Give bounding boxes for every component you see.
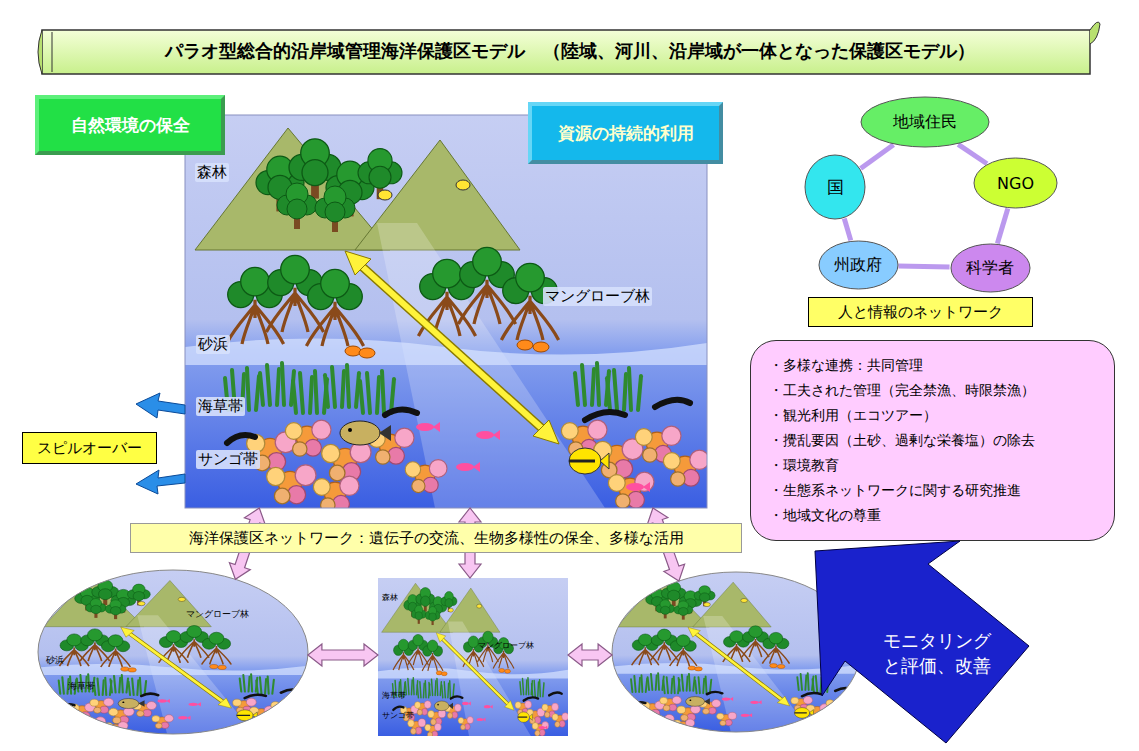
node-text: マングローブ林 (478, 640, 534, 651)
drawing-part (38, 570, 309, 737)
title-scroll (38, 22, 1100, 74)
node-text: 州政府 (834, 255, 882, 276)
mpa-network-box: 海洋保護区ネットワーク：遺伝子の交流、生物多様性の保全、多様な活用 (130, 523, 742, 553)
monitoring-arrow: モニタリング と評価、改善 (800, 536, 1035, 748)
connector (997, 209, 1007, 244)
network-line (997, 209, 1007, 244)
connector (568, 644, 612, 666)
node-text: NGO (997, 174, 1034, 193)
drawing-part (136, 470, 185, 494)
drawing-part (185, 115, 707, 508)
node-text: 砂浜 (46, 654, 64, 667)
node-text: 森林 (382, 592, 398, 603)
node-text: 地域住民 (893, 112, 957, 133)
connector (958, 144, 987, 163)
title: パラオ型総合的沿岸域管理海洋保護区モデル （陸域、河川、沿岸域が一体となった保護… (60, 34, 1080, 68)
drawing-part (1090, 22, 1100, 44)
connector (898, 266, 949, 267)
node-text: ・攪乱要因（土砂、過剰な栄養塩）の除去 (769, 428, 1035, 453)
scene-ellipse: マングローブ林砂浜海草帯 (38, 570, 308, 735)
main-scene-panel: 森林マングローブ林砂浜海草帯サンゴ帯 (185, 115, 707, 508)
left-scene (38, 570, 309, 737)
node-text: 砂浜 (196, 335, 230, 354)
node-shape (861, 97, 989, 147)
double-arrow (308, 644, 378, 666)
node-shape (951, 244, 1030, 292)
node-text: 科学者 (966, 258, 1014, 279)
network-label-box: 人と情報のネットワーク (808, 297, 1033, 327)
middle-scene (378, 578, 569, 738)
node-text: 自然環境の保全 (71, 114, 190, 137)
node-text: ・工夫された管理（完全禁漁、時限禁漁） (769, 378, 1035, 403)
actor-ellipse: 州政府 (818, 240, 899, 290)
actor-ellipse: NGO (973, 157, 1058, 209)
drawing-part (42, 30, 1090, 74)
goal-box: 資源の持続的利用 (528, 102, 723, 164)
double-arrow (568, 644, 612, 666)
node-text: 海草帯 (382, 690, 406, 701)
connector (861, 145, 894, 169)
node-text: 海草帯 (196, 397, 245, 416)
node-text: 海洋保護区ネットワーク：遺伝子の交流、生物多様性の保全、多様な活用 (189, 529, 684, 548)
node-shape (805, 155, 865, 219)
main-scene (185, 115, 709, 512)
node-text: 資源の持続的利用 (558, 122, 694, 145)
node-text: 森林 (195, 163, 229, 182)
node-text: ・生態系ネットワークに関する研究推進 (769, 478, 1021, 503)
node-text: モニタリング と評価、改善 (883, 628, 991, 678)
node-text: ・観光利用（エコツアー） (769, 403, 937, 428)
network-line (898, 266, 949, 267)
node-shape (819, 241, 898, 289)
node-shape (974, 158, 1057, 208)
drawing-part (52, 32, 53, 72)
node-text: サンゴ帯 (196, 450, 260, 469)
node-text: 海草帯 (68, 680, 95, 693)
network-line (861, 145, 894, 169)
network-line (844, 218, 850, 240)
actor-ellipse: 地域住民 (860, 96, 990, 148)
node-text: マングローブ林 (543, 287, 652, 306)
measures-box: ・多様な連携：共同管理・工夫された管理（完全禁漁、時限禁漁）・観光利用（エコツア… (750, 340, 1115, 541)
scene-box: 森林マングローブ林海草帯サンゴ帯 (378, 578, 568, 736)
goal-box: 自然環境の保全 (35, 95, 225, 155)
drawing-part (136, 393, 185, 418)
drawing-part (38, 30, 42, 74)
spillover-box: スピルオーバー (22, 432, 157, 464)
node-text: 人と情報のネットワーク (838, 303, 1003, 322)
node-text: ・地域文化の尊重 (769, 503, 881, 528)
connector (844, 218, 850, 240)
connector (308, 644, 378, 666)
actor-ellipse: 国 (804, 154, 866, 220)
node-text: 国 (827, 176, 844, 199)
network-line (958, 144, 987, 163)
node-shape (815, 541, 1029, 743)
node-text: マングローブ林 (186, 608, 249, 621)
drawing-part (38, 570, 308, 734)
actor-ellipse: 科学者 (950, 243, 1031, 293)
node-text: ・多様な連携：共同管理 (769, 353, 923, 378)
node-text: ・環境教育 (769, 453, 839, 478)
node-text: サンゴ帯 (382, 710, 414, 721)
node-text: スピルオーバー (37, 439, 142, 458)
